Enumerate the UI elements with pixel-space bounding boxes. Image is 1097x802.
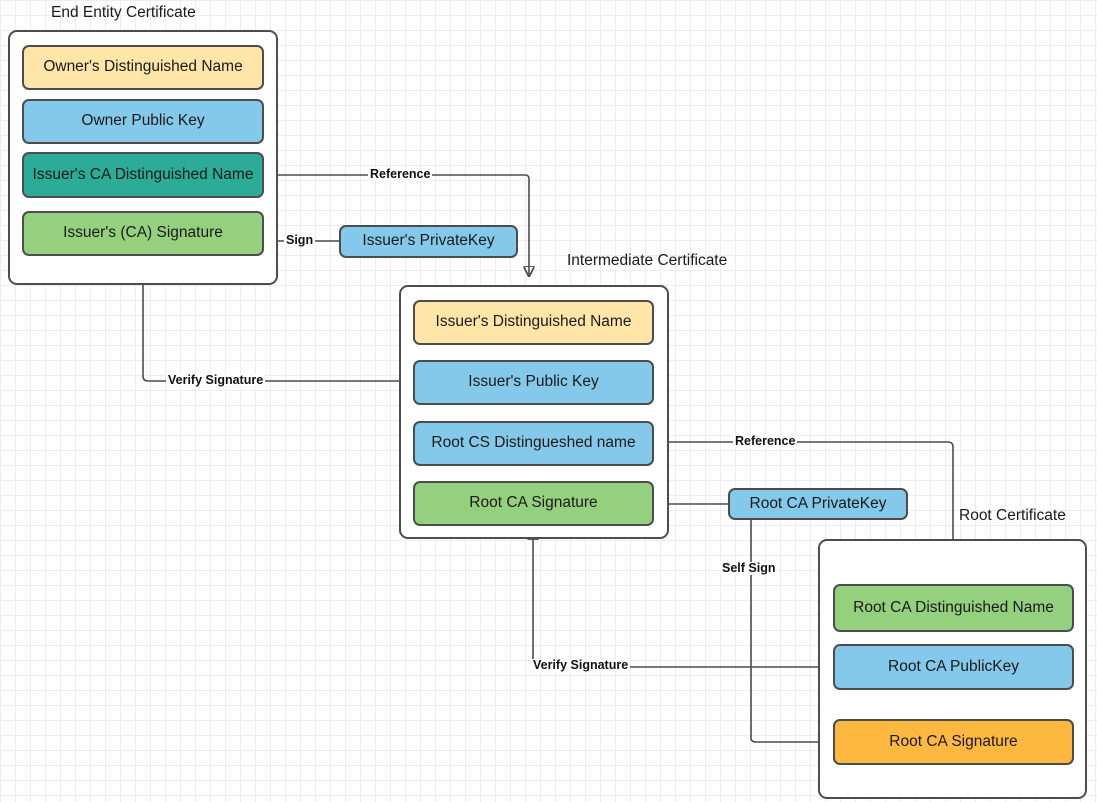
edge-label-reference-top: Reference [368,167,433,181]
edge-label-sign: Sign [284,233,316,247]
title-end-entity-certificate: End Entity Certificate [51,4,196,21]
field-issuers-ca-signature[interactable]: Issuer's (CA) Signature [22,211,264,256]
key-issuers-privatekey[interactable]: Issuer's PrivateKey [339,225,518,258]
title-intermediate-certificate: Intermediate Certificate [567,252,728,269]
field-owners-distinguished-name[interactable]: Owner's Distinguished Name [22,45,264,90]
field-issuers-public-key[interactable]: Issuer's Public Key [413,360,654,405]
edge-label-verify-signature-top: Verify Signature [166,373,266,387]
edge-self-sign [750,520,828,742]
field-intermediate-root-ca-signature[interactable]: Root CA Signature [413,481,654,526]
field-root-ca-publickey[interactable]: Root CA PublicKey [833,644,1074,690]
key-root-ca-privatekey[interactable]: Root CA PrivateKey [728,488,908,520]
field-root-ca-signature[interactable]: Root CA Signature [833,719,1074,765]
title-root-certificate: Root Certificate [959,507,1066,524]
edge-label-self-sign: Self Sign [720,561,778,575]
edge-verify-signature-bottom [533,530,833,668]
edge-label-reference-bottom: Reference [733,434,798,448]
field-issuers-ca-distinguished-name[interactable]: Issuer's CA Distinguished Name [22,152,264,198]
field-issuers-distinguished-name[interactable]: Issuer's Distinguished Name [413,300,654,345]
field-owner-public-key[interactable]: Owner Public Key [22,99,264,144]
edge-label-verify-signature-bottom: Verify Signature [531,658,631,672]
field-root-ca-distinguished-name[interactable]: Root CA Distinguished Name [833,584,1074,632]
field-root-cs-distingueshed-name[interactable]: Root CS Distingueshed name [413,421,654,466]
